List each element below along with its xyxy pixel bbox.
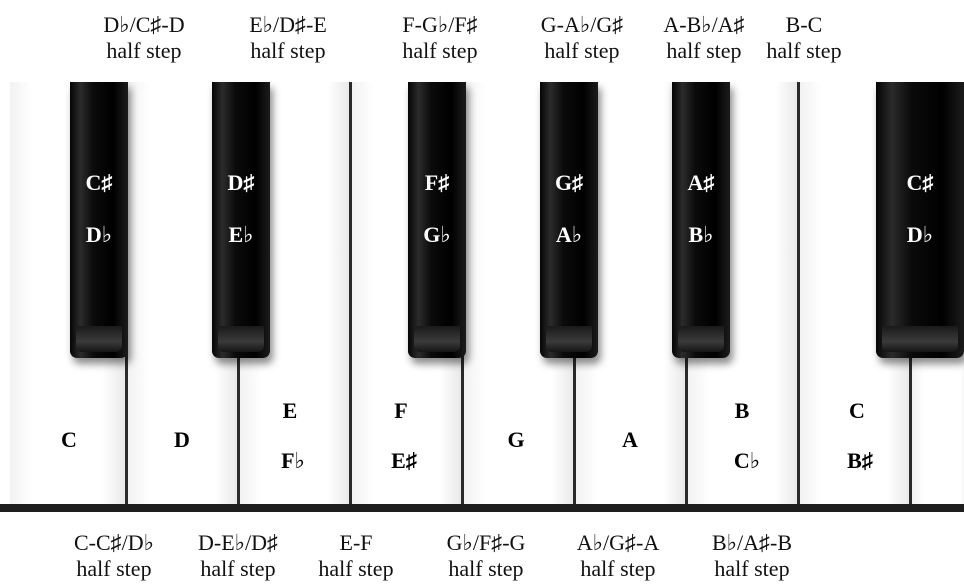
- bottom-label: G♭/F♯-G half step: [447, 530, 526, 582]
- bottom-label-step: half step: [580, 556, 656, 581]
- black-key-c-sharp[interactable]: C♯ D♭: [70, 82, 128, 358]
- white-key-label: E: [282, 398, 298, 423]
- bottom-label-step: half step: [318, 556, 394, 581]
- top-label-interval: E♭/D♯-E: [249, 12, 327, 37]
- white-key-label: D: [174, 427, 190, 452]
- white-key-label: B: [734, 398, 750, 423]
- black-key-sharp-label: A♯: [687, 170, 715, 195]
- black-key-sharp-label: D♯: [227, 170, 255, 195]
- black-key-c-sharp-high[interactable]: C♯ D♭: [876, 82, 964, 358]
- keyboard-base: [0, 504, 964, 512]
- top-label-step: half step: [666, 38, 742, 63]
- black-key-flat-label: G♭: [423, 222, 451, 247]
- top-label: F-G♭/F♯ half step: [402, 12, 477, 64]
- black-key-sharp-label: C♯: [85, 170, 113, 195]
- black-key-sharp-label: F♯: [424, 170, 450, 195]
- bottom-label: D-E♭/D♯ half step: [198, 530, 278, 582]
- bottom-label-interval: E-F: [339, 530, 373, 555]
- top-label-interval: G-A♭/G♯: [540, 12, 624, 37]
- black-key-flat-label: D♭: [906, 222, 934, 247]
- bottom-label-interval: B♭/A♯-B: [711, 530, 793, 555]
- top-label-step: half step: [402, 38, 478, 63]
- top-label-step: half step: [106, 38, 182, 63]
- bottom-label-interval: C-C♯/D♭: [73, 530, 155, 555]
- top-label: A-B♭/A♯ half step: [663, 12, 744, 64]
- black-key-flat-label: E♭: [228, 222, 254, 247]
- black-key-flat-label: D♭: [85, 222, 113, 247]
- bottom-label-step: half step: [714, 556, 790, 581]
- white-key-label: C: [849, 398, 865, 423]
- white-key-label: A: [622, 427, 638, 452]
- bottom-label: E-F half step: [318, 530, 393, 582]
- black-key-flat-label: A♭: [555, 222, 583, 247]
- white-key-label: C: [61, 427, 77, 452]
- bottom-label-interval: A♭/G♯-A: [576, 530, 660, 555]
- top-label-step: half step: [544, 38, 620, 63]
- top-label-interval: D♭/C♯-D: [103, 12, 185, 37]
- top-label: B-C half step: [766, 12, 841, 64]
- bottom-label: C-C♯/D♭ half step: [74, 530, 154, 582]
- black-key-a-sharp[interactable]: A♯ B♭: [672, 82, 730, 358]
- black-key-flat-label: B♭: [688, 222, 714, 247]
- white-key-label: G: [507, 427, 525, 452]
- top-label-interval: B-C: [785, 12, 823, 37]
- white-key-label: F: [394, 398, 408, 423]
- top-label: D♭/C♯-D half step: [103, 12, 184, 64]
- bottom-label-step: half step: [200, 556, 276, 581]
- top-label: G-A♭/G♯ half step: [541, 12, 623, 64]
- black-key-sharp-label: C♯: [906, 170, 934, 195]
- bottom-label: A♭/G♯-A half step: [577, 530, 659, 582]
- white-key-alt-label: F♭: [281, 448, 305, 473]
- black-key-d-sharp[interactable]: D♯ E♭: [212, 82, 270, 358]
- bottom-label-step: half step: [76, 556, 152, 581]
- white-key-alt-label: E♯: [391, 448, 417, 473]
- white-key-alt-label: B♯: [847, 448, 873, 473]
- bottom-label-interval: D-E♭/D♯: [197, 530, 279, 555]
- top-label-interval: F-G♭/F♯: [402, 12, 478, 37]
- black-key-g-sharp[interactable]: G♯ A♭: [540, 82, 598, 358]
- top-label-step: half step: [766, 38, 842, 63]
- bottom-label: B♭/A♯-B half step: [712, 530, 792, 582]
- top-label-step: half step: [250, 38, 326, 63]
- bottom-label-interval: G♭/F♯-G: [446, 530, 526, 555]
- black-key-sharp-label: G♯: [554, 170, 584, 195]
- keyboard: C D E F♭ F E♯ G A B C♭ C B♯ C♯ D♭ D♯ E♭ …: [10, 82, 964, 512]
- white-key-alt-label: C♭: [733, 448, 761, 473]
- top-label-interval: A-B♭/A♯: [663, 12, 745, 37]
- top-label: E♭/D♯-E half step: [249, 12, 327, 64]
- black-key-f-sharp[interactable]: F♯ G♭: [408, 82, 466, 358]
- bottom-label-step: half step: [448, 556, 524, 581]
